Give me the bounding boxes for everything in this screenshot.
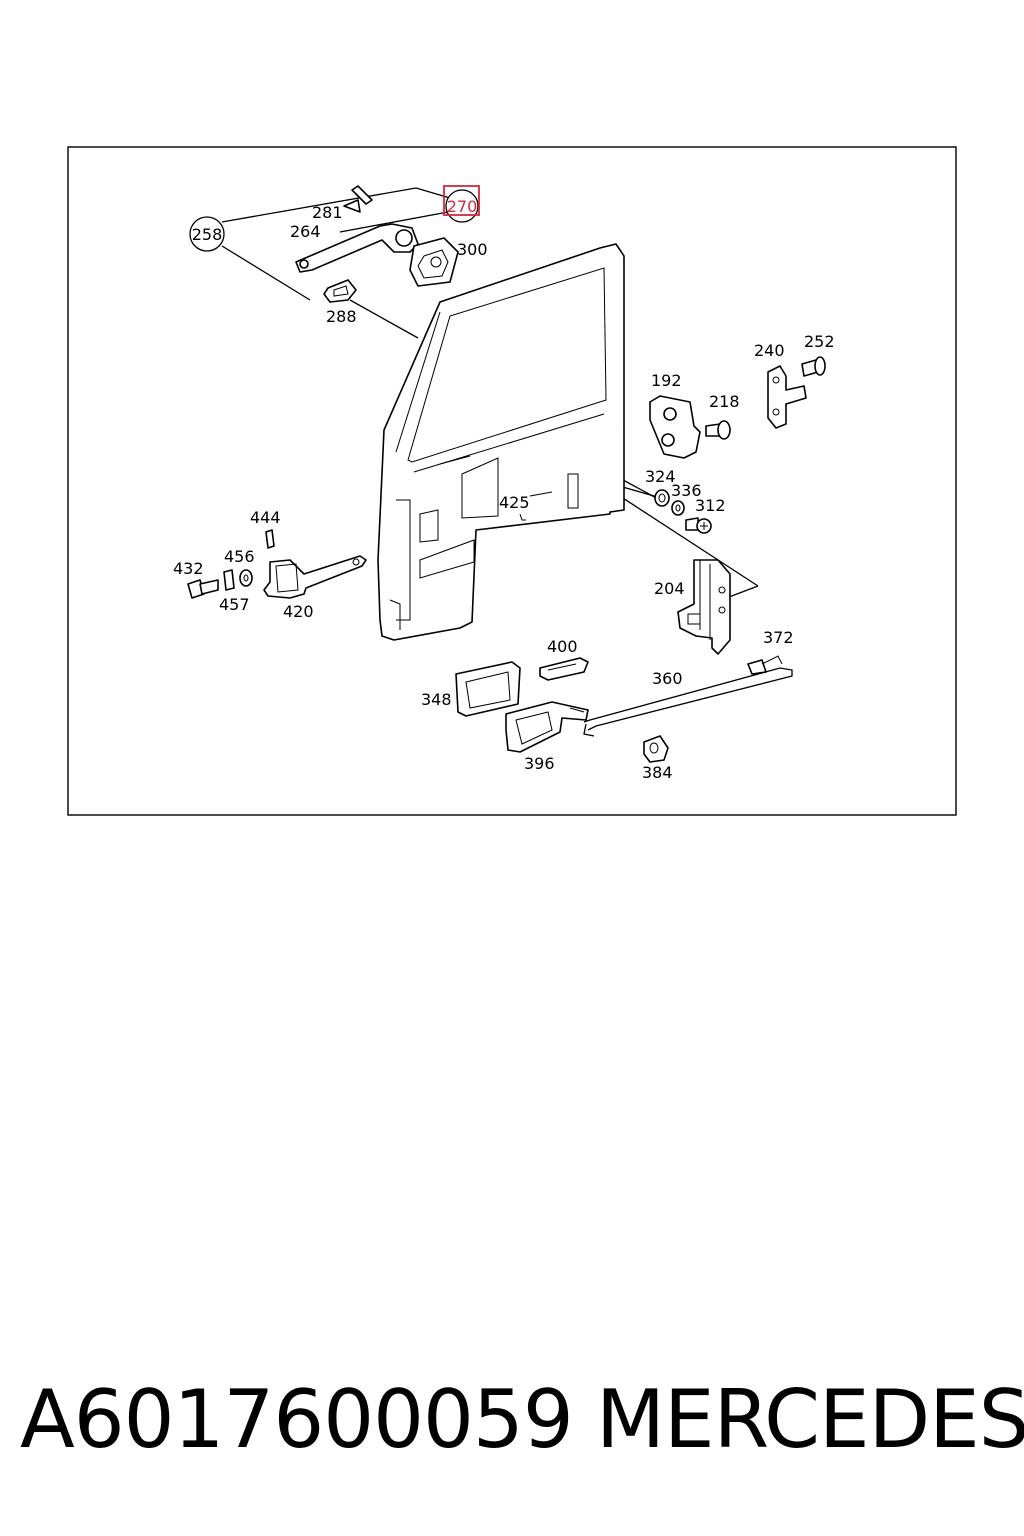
callout-218: 218 — [709, 392, 740, 411]
callout-348: 348 — [421, 690, 452, 709]
callout-372: 372 — [763, 628, 794, 647]
striker-192 — [649, 395, 701, 459]
callout-281: 281 — [312, 203, 343, 222]
bezel-348 — [455, 661, 521, 717]
bolt-432 — [187, 579, 219, 599]
callout-360: 360 — [652, 669, 683, 688]
callout-192: 192 — [651, 371, 682, 390]
callout-396: 396 — [524, 754, 555, 773]
callout-240: 240 — [754, 341, 785, 360]
gasket-288 — [323, 279, 357, 303]
callout-425: 425 — [499, 493, 530, 512]
callout-400: 400 — [547, 637, 578, 656]
callout-312: 312 — [695, 496, 726, 515]
screw-252 — [801, 356, 826, 377]
callout-300: 300 — [457, 240, 488, 259]
footer: A6017600059 MERCEDES — [0, 1370, 1024, 1470]
door-check-420 — [263, 555, 367, 599]
washer-456 — [239, 569, 253, 587]
callout-288: 288 — [326, 307, 357, 326]
bracket-240 — [767, 365, 807, 429]
inner-handle-396 — [505, 701, 589, 753]
callout-384: 384 — [642, 763, 673, 782]
part-number: A6017600059 — [20, 1373, 574, 1466]
callout-264: 264 — [290, 222, 321, 241]
callout-420: 420 — [283, 602, 314, 621]
diagram-frame — [67, 146, 957, 816]
screw-312 — [685, 517, 712, 534]
pin-444 — [265, 529, 275, 549]
callout-circle-270 — [445, 189, 479, 223]
gasket-300 — [409, 237, 459, 287]
callout-444: 444 — [250, 508, 281, 527]
spring-washer-336 — [671, 500, 685, 516]
clip-281 — [343, 185, 373, 213]
callout-432: 432 — [173, 559, 204, 578]
callout-circle-258 — [189, 216, 225, 252]
washer-324 — [654, 489, 670, 507]
door-lock-204 — [677, 559, 731, 655]
callout-252: 252 — [804, 332, 835, 351]
callout-324: 324 — [645, 467, 676, 486]
rod-360 — [583, 667, 793, 731]
outer-handle-264 — [295, 223, 419, 273]
callout-204: 204 — [654, 579, 685, 598]
clip-384 — [643, 735, 669, 763]
brand-name: MERCEDES — [596, 1373, 1024, 1466]
rod-clip-372 — [747, 655, 783, 675]
screw-218 — [705, 420, 731, 440]
bracket-400 — [539, 657, 589, 681]
callout-270[interactable]: 270 — [447, 197, 478, 216]
washer-457 — [223, 569, 235, 591]
rod-360-end — [583, 723, 595, 737]
callout-258: 258 — [192, 225, 223, 244]
callout-labels: 258 281 264 270 300 288 240 252 192 218 … — [173, 197, 835, 782]
highlight-box-270[interactable] — [443, 185, 480, 216]
callout-456: 456 — [224, 547, 255, 566]
callout-336: 336 — [671, 481, 702, 500]
door-panel — [377, 243, 625, 641]
callout-457: 457 — [219, 595, 250, 614]
